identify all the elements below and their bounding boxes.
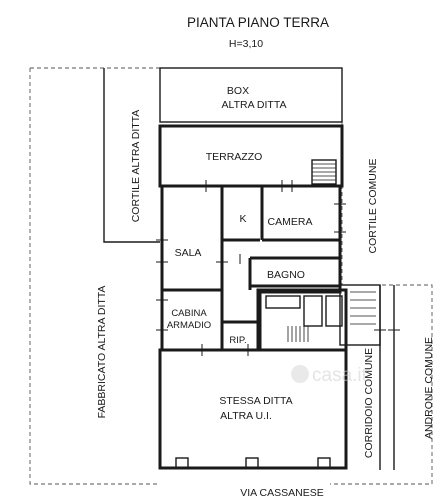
- plan-title: PIANTA PIANO TERRA: [187, 15, 329, 30]
- watermark-logo-icon: [291, 365, 309, 383]
- label-corridoio-comune: CORRIDOIO COMUNE: [363, 348, 375, 458]
- neighbour-building: [103, 68, 160, 243]
- label-cortile-altra-ditta: CORTILE ALTRA DITTA: [130, 110, 142, 223]
- label-box: BOX: [227, 85, 249, 97]
- box-outline: [159, 67, 343, 123]
- label-terrazzo: TERRAZZO: [206, 151, 263, 163]
- label-fabbricato-altra-ditta: FABBRICATO ALTRA DITTA: [96, 286, 108, 419]
- watermark: casa.it: [291, 365, 368, 386]
- label-armadio: ARMADIO: [167, 320, 211, 331]
- lower-unit-walls: [158, 348, 348, 470]
- label-cortile-comune: CORTILE COMUNE: [367, 159, 379, 254]
- unit-walls: [158, 124, 344, 352]
- label-street: VIA CASSANESE: [240, 487, 323, 499]
- label-cabina: CABINA: [171, 308, 207, 319]
- label-sala: SALA: [175, 247, 202, 259]
- label-camera: CAMERA: [268, 216, 313, 228]
- height-note: H=3,10: [229, 38, 263, 50]
- label-altra-ui: ALTRA U.I.: [220, 410, 272, 422]
- label-box-owner: ALTRA DITTA: [222, 99, 287, 111]
- stairs-terrazzo: [311, 159, 337, 185]
- watermark-text: casa.it: [312, 365, 368, 386]
- label-androne-comune: ANDRONE COMUNE: [423, 337, 435, 439]
- label-rip: RIP.: [229, 335, 246, 346]
- label-k: K: [239, 213, 246, 225]
- label-bagno: BAGNO: [267, 269, 305, 281]
- label-stessa-ditta: STESSA DITTA: [219, 395, 292, 407]
- corridor-walls: [374, 285, 400, 470]
- common-stairwell: [256, 284, 381, 352]
